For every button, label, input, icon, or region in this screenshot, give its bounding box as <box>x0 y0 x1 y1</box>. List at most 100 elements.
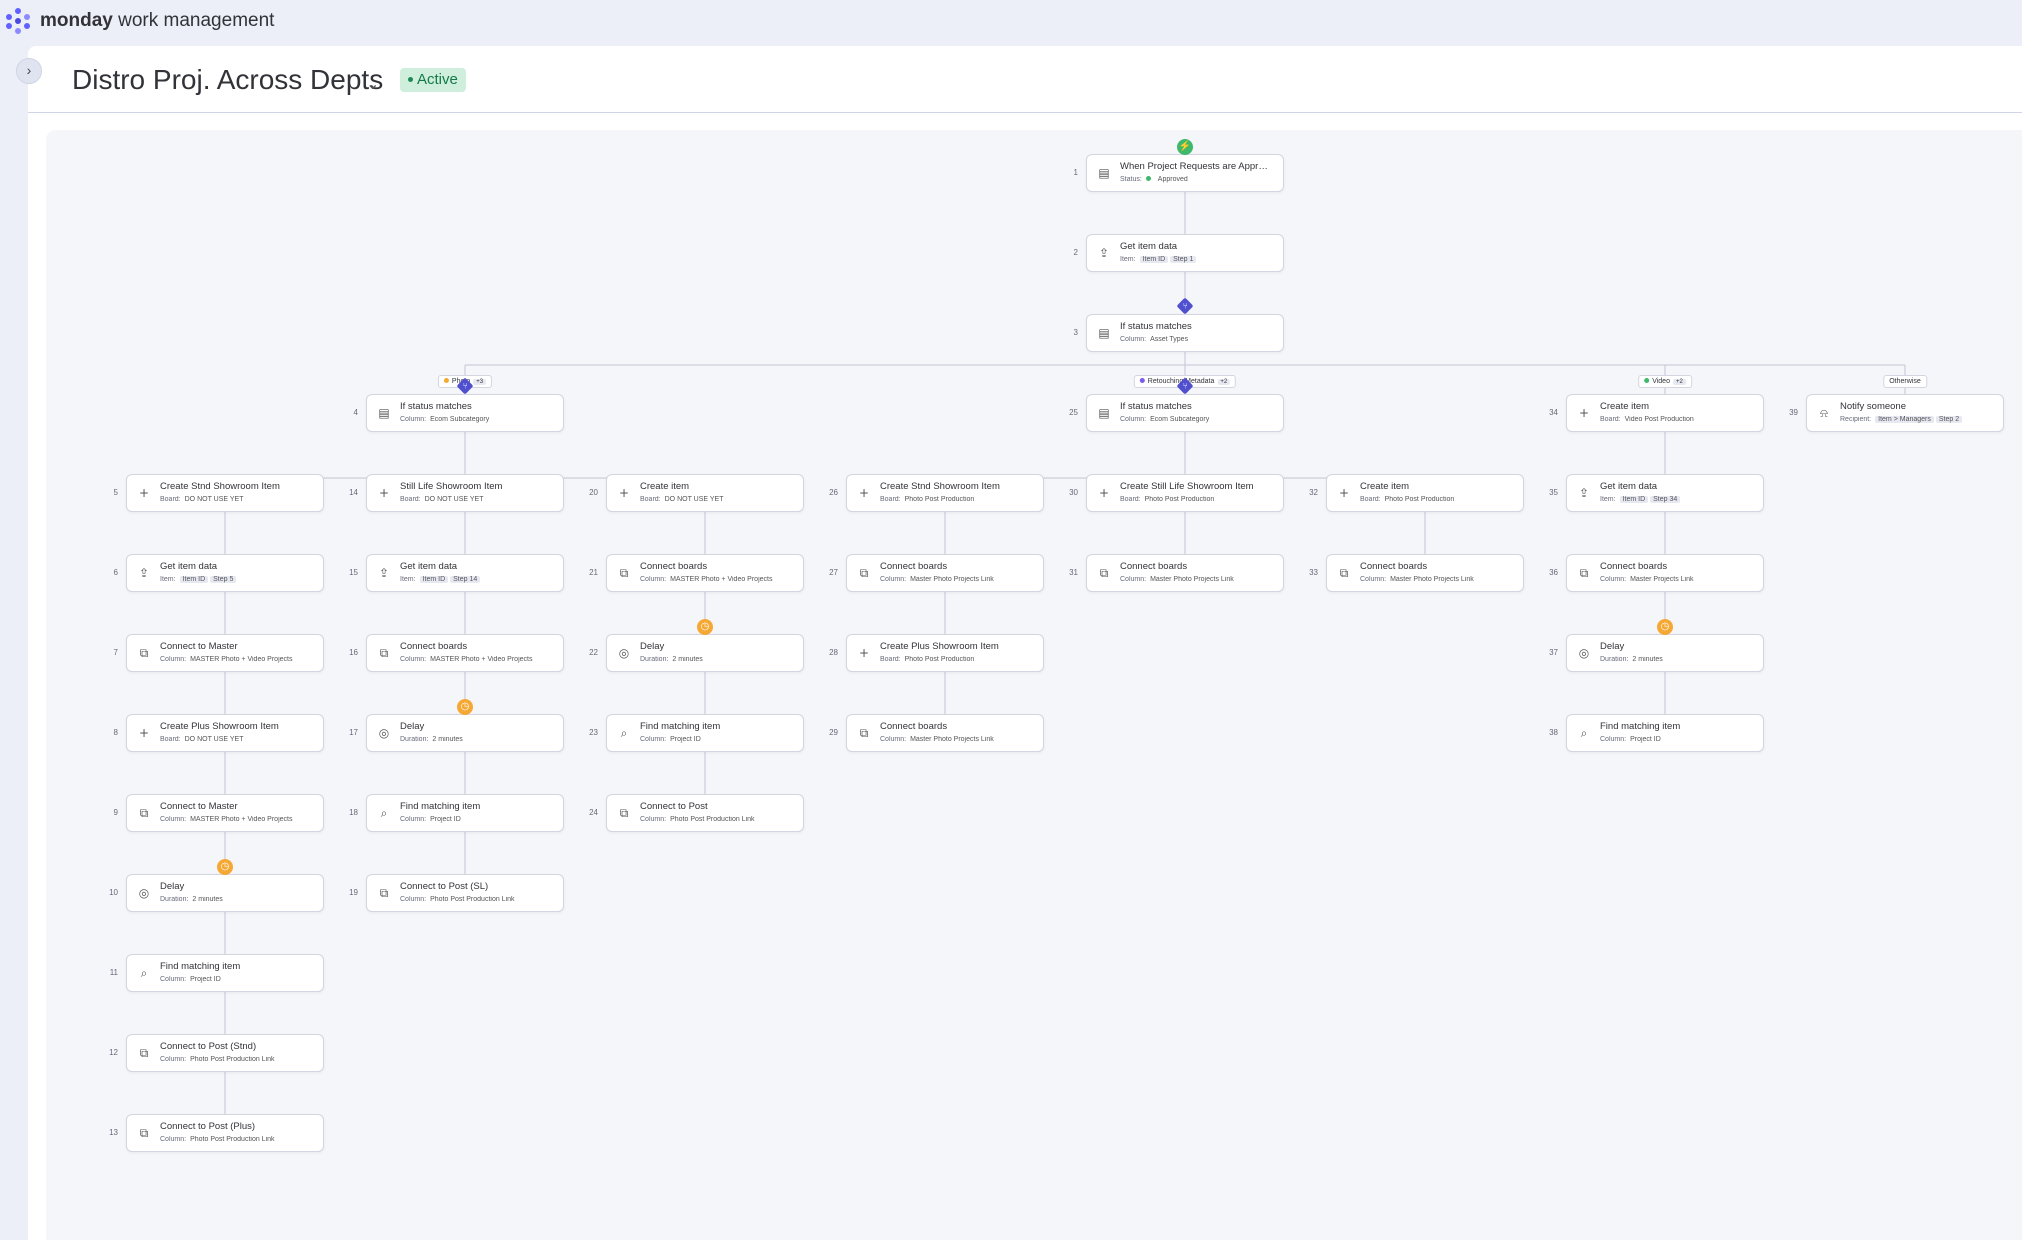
step-detail: Column:Master Photo Projects Link <box>880 576 1040 583</box>
step-title: Find matching item <box>400 801 481 812</box>
monday-logo-icon <box>6 8 30 34</box>
step-title: Connect to Master <box>160 801 238 812</box>
step-detail-value: Photo Post Production Link <box>430 896 515 903</box>
step-detail-value: Photo Post Production Link <box>670 816 755 823</box>
step-detail: Column:Ecom Subcategory <box>400 416 560 423</box>
status-dot <box>408 76 413 82</box>
step-detail-label: Column: <box>1120 576 1147 583</box>
step-detail-label: Item: <box>1120 256 1136 263</box>
workflow-step-card[interactable]: ⧉Connect to Post (Plus)Column:Photo Post… <box>126 1114 324 1152</box>
branch-condition-pill[interactable]: Video+2 <box>1638 375 1692 388</box>
step-detail: Column:Photo Post Production Link <box>400 896 560 903</box>
step-detail: Column:Master Photo Projects Link <box>1360 576 1520 583</box>
step-detail-label: Duration: <box>400 736 429 743</box>
workflow-step-card[interactable]: ⧉Connect to Post (SL)Column:Photo Post P… <box>366 874 564 912</box>
expand-sidebar-chevron-icon[interactable]: › <box>16 58 42 84</box>
step-detail: Board:Photo Post Production <box>1120 496 1280 503</box>
workflow-flow: Photo+3Retouching/Metadata+2Video+2Other… <box>46 130 2022 1240</box>
step-detail-value: 2 minutes <box>432 736 463 743</box>
connector-lines <box>224 192 1906 1114</box>
step-number: 10 <box>109 888 118 897</box>
step-number: 7 <box>113 648 118 657</box>
step-detail-value: Project ID <box>190 976 221 983</box>
step-number: 30 <box>1069 488 1078 497</box>
step-title: Connect to Post (Plus) <box>160 1121 256 1132</box>
step-detail-label: Column: <box>400 656 427 663</box>
step-detail-label: Board: <box>1360 496 1381 503</box>
step-title: Get item data <box>160 561 218 572</box>
step-number: 31 <box>1069 568 1078 577</box>
step-detail: Board:DO NOT USE YET <box>400 496 560 503</box>
status-badge[interactable]: Active <box>400 68 466 92</box>
step-detail-label: Board: <box>400 496 421 503</box>
step-detail-value: Photo Post Production <box>904 496 975 503</box>
step-number: 3 <box>1073 328 1078 337</box>
step-detail-value: Project ID <box>430 816 461 823</box>
step-number: 9 <box>113 808 118 817</box>
step-detail: Column:Photo Post Production Link <box>160 1056 320 1063</box>
branch-condition-pill[interactable]: Otherwise <box>1883 375 1927 388</box>
step-detail: Column:Project ID <box>400 816 560 823</box>
workflow-canvas[interactable]: Photo+3Retouching/Metadata+2Video+2Other… <box>46 130 2022 1240</box>
upload-icon: ⇪ <box>378 566 390 580</box>
page-title[interactable]: Distro Proj. Across Depts <box>72 64 384 95</box>
step-detail-value: Item ID <box>179 576 209 583</box>
step-number: 38 <box>1549 728 1558 737</box>
step-detail-label: Column: <box>640 576 667 583</box>
step-detail-label: Board: <box>1600 416 1621 423</box>
link-icon: ⧉ <box>379 886 389 900</box>
chevron-down-icon[interactable]: ⌄ <box>366 76 380 93</box>
link-icon: ⧉ <box>1099 566 1109 580</box>
workflow-step-card[interactable]: ▤When Project Requests are Appro...Statu… <box>1086 154 1284 192</box>
workflow-step-card[interactable]: ⧉Connect to Post (Stnd)Column:Photo Post… <box>126 1034 324 1072</box>
brand-name[interactable]: monday work management <box>40 10 274 32</box>
step-detail-value: Ecom Subcategory <box>1150 416 1210 423</box>
search-icon: ⌕ <box>380 806 388 820</box>
board-icon: ▤ <box>1098 406 1110 420</box>
step-detail-label: Board: <box>160 736 181 743</box>
delay-icon: ◎ <box>1578 646 1590 660</box>
step-detail-value: 2 minutes <box>192 896 223 903</box>
step-title: Get item data <box>1120 241 1178 252</box>
step-detail: Column:Project ID <box>160 976 320 983</box>
step-detail: Duration:2 minutes <box>640 656 800 663</box>
step-number: 26 <box>829 488 838 497</box>
step-detail: Column:Master Projects Link <box>1600 576 1760 583</box>
